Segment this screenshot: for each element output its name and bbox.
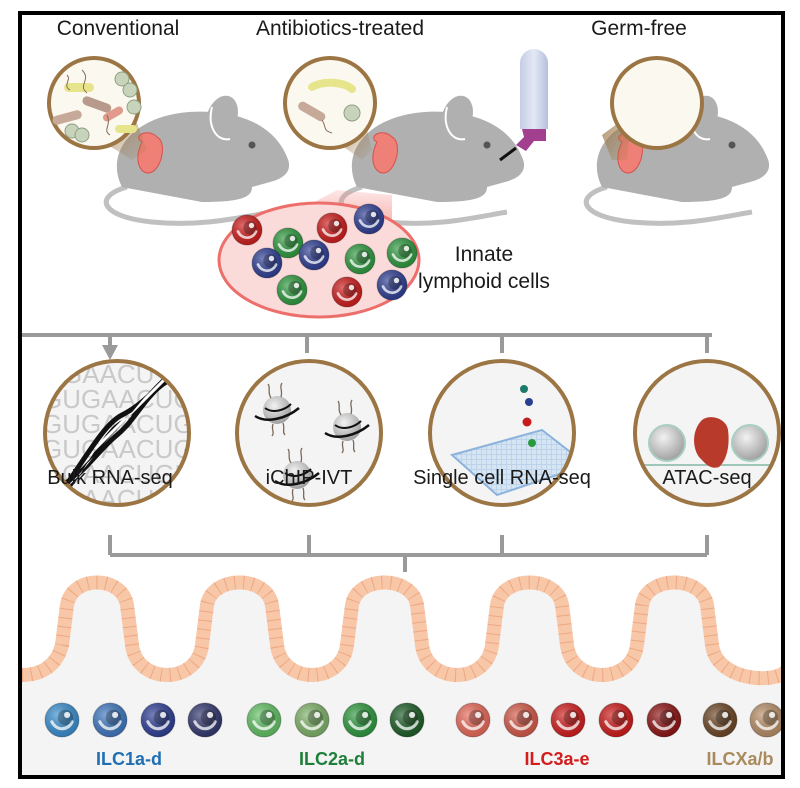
method-single-cell-rna-seq-illustration: [428, 359, 576, 507]
nucleosome-icon: [254, 382, 300, 437]
ilc-cluster-label: Innate lymphoid cells: [404, 241, 564, 295]
ilc-subtype-cell: [294, 702, 330, 738]
ilc-subtype-cell: [749, 702, 781, 738]
ilc-subtype-row: [44, 702, 781, 738]
ilc-subtype-cell: [646, 702, 682, 738]
method-ichip-ivt-illustration: [235, 359, 383, 507]
ilc-subtype-cell: [550, 702, 586, 738]
dna-sequence-text: GUGAACUGU: [42, 434, 212, 464]
nucleosome-icon: [274, 447, 320, 502]
condition-title-antibiotics: Antibiotics-treated: [255, 17, 425, 40]
mouse-conventional: [103, 95, 290, 226]
ilc-subtype-cell: [455, 702, 491, 738]
antibiotic-water-bottle: [499, 49, 548, 162]
connector-bottom: [108, 535, 709, 572]
ilc-cluster-cell: [386, 237, 418, 269]
ilc-group-label-ilcx: ILCXa/b: [706, 749, 774, 769]
ilc-cluster-cell: [331, 276, 363, 308]
ilc-cluster-cell: [353, 203, 385, 235]
ilc-cluster-cell: [344, 243, 376, 275]
ilc-subtype-cell: [92, 702, 128, 738]
ilc-cluster-label-line2: lymphoid cells: [418, 270, 550, 293]
ilc-cluster: [217, 201, 421, 319]
ilc-cluster-cell: [376, 269, 408, 301]
microbiota-antibiotics: [283, 56, 377, 150]
ilc-cluster-cell: [276, 274, 308, 306]
ilc-subtype-cell: [503, 702, 539, 738]
dna-sequence-text: GUGAACUGU: [42, 384, 212, 414]
ilc-cluster-cell: [316, 212, 348, 244]
method-label-atac-seq: ATAC-seq: [662, 467, 752, 489]
ilc-subtype-cell: [389, 702, 425, 738]
method-label-bulk-rna-seq: Bulk RNA-seq: [47, 467, 173, 489]
microbiota-germ-free: [610, 56, 704, 150]
ilc-subtype-cell: [246, 702, 282, 738]
ilc-subtype-cell: [187, 702, 223, 738]
method-bulk-rna-seq-illustration: GAACUGUGAACUGUGUGAACUGUGUGAACUGUGAACUGUG…: [42, 359, 212, 507]
ilc-subtype-cell: [702, 702, 738, 738]
ilc-subtype-cell: [598, 702, 634, 738]
microbiota-conventional: [47, 56, 142, 150]
ilc-group-label-ilc3: ILC3a-e: [524, 749, 590, 769]
method-label-ichip-ivt: iChIP-IVT: [265, 467, 353, 489]
method-atac-seq-illustration: [633, 359, 781, 507]
ilc-cluster-cell: [251, 247, 283, 279]
diagram-artwork: GAACUGUGAACUGUGUGAACUGUGUGAACUGUGAACUGUG…: [22, 49, 781, 775]
connector-top: [22, 333, 712, 360]
ilc-cluster-cell: [298, 239, 330, 271]
mouse-antibiotics: [338, 95, 525, 226]
nucleosome-icon: [324, 399, 370, 454]
ilc-group-label-ilc1: ILC1a-d: [95, 749, 163, 769]
ilc-cluster-cell: [272, 227, 304, 259]
method-label-single-cell-rna-seq: Single cell RNA-seq: [413, 467, 591, 489]
ilc-subtype-cell: [44, 702, 80, 738]
ilc-subtype-cell: [140, 702, 176, 738]
ilc-cluster-cell: [231, 214, 263, 246]
ilc-cluster-label-line1: Innate: [454, 243, 514, 266]
ilc-group-label-ilc2: ILC2a-d: [298, 749, 366, 769]
ilc-subtype-cell: [342, 702, 378, 738]
condition-title-germ-free: Germ-free: [591, 17, 687, 40]
condition-title-conventional: Conventional: [56, 17, 180, 40]
